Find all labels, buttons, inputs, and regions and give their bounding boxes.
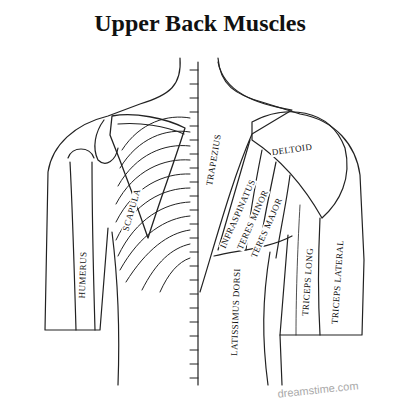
bone-label: HUMERUS <box>78 250 89 299</box>
watermark: dreamstime.com <box>276 380 360 400</box>
diagram-title: Upper Back Muscles <box>0 10 400 36</box>
bone-label: SCAPULA <box>121 187 142 234</box>
muscle-label: TRAPEZIUS <box>205 133 223 188</box>
muscle-label: TRICEPS LATERAL <box>331 239 346 326</box>
muscle-label: DELTOID <box>270 143 314 158</box>
muscle-label: TRICEPS LONG <box>301 247 315 318</box>
muscle-label: LATISSIMUS DORSI <box>230 267 242 357</box>
